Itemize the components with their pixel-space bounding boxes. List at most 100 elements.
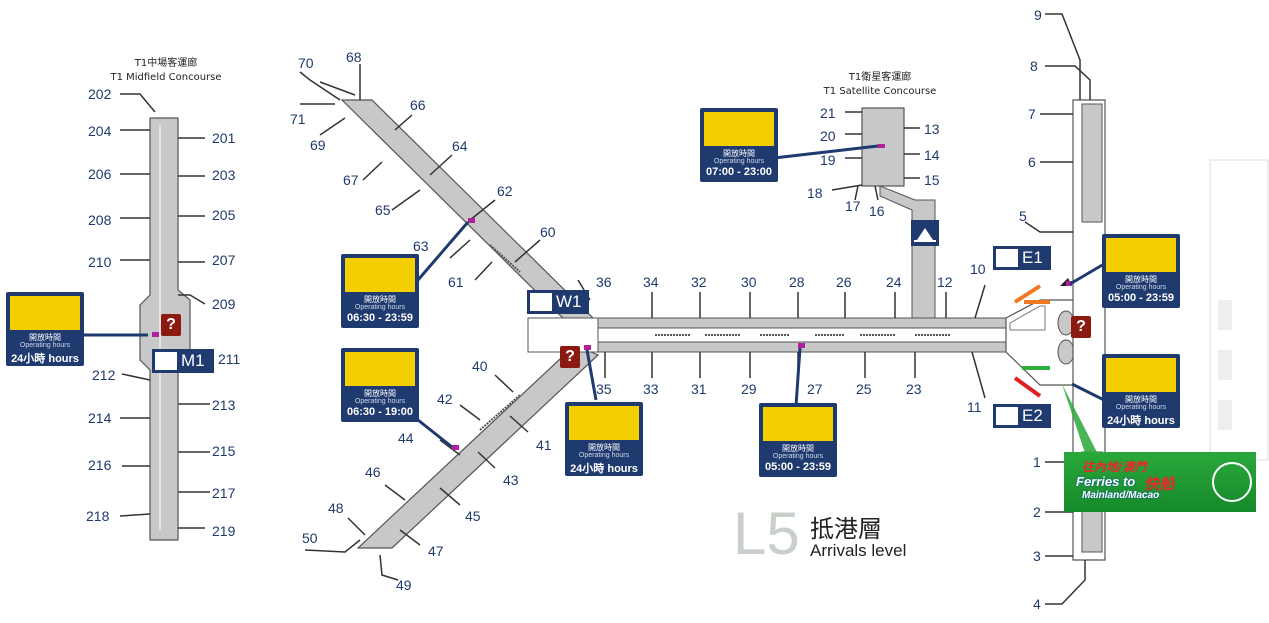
gate-label: 61 xyxy=(448,274,464,290)
midfield-caption: T1中場客運廊 T1 Midfield Concourse xyxy=(109,56,221,83)
midfield-label-en: T1 Midfield Concourse xyxy=(109,72,221,83)
gate-label: 30 xyxy=(741,274,757,290)
help-icon: ? xyxy=(1071,316,1091,338)
gate-label: 203 xyxy=(212,167,236,183)
ferry-pointer xyxy=(1062,384,1102,462)
hall-e1: E1 xyxy=(993,246,1051,270)
hours-label-zh: 開放時間 xyxy=(364,295,396,304)
gate-label: 34 xyxy=(643,274,659,290)
hours-value: 07:00 - 23:00 xyxy=(705,166,773,178)
hours-card-west-south: 開放時間 Operating hours 06:30 - 19:00 xyxy=(341,348,419,422)
gate-label: 8 xyxy=(1030,58,1038,74)
hours-value: 06:30 - 19:00 xyxy=(346,406,414,418)
hours-card-midfield: 開放時間 Operating hours 24小時 hours xyxy=(6,292,84,366)
gate-label: 5 xyxy=(1019,208,1027,224)
hours-value: 24小時 hours xyxy=(11,353,79,365)
gate-label: 12 xyxy=(937,274,953,290)
hours-card-satellite: 開放時間 Operating hours 07:00 - 23:00 xyxy=(700,108,778,182)
hours-label-zh: 開放時間 xyxy=(1125,275,1157,284)
hours-label-en: Operating hours xyxy=(19,342,71,349)
satellite-caption: T1衛星客運廊 T1 Satellite Concourse xyxy=(823,70,937,97)
east-gate-labels: 9 8 7 6 5 1 2 3 4 xyxy=(1019,7,1042,612)
gate-label: 63 xyxy=(413,238,429,254)
hours-label-en: Operating hours xyxy=(1115,284,1167,291)
gate-label: 211 xyxy=(218,351,241,367)
hours-label-en: Operating hours xyxy=(713,158,765,165)
gate-label: 24 xyxy=(886,274,902,290)
gate-label: 209 xyxy=(212,296,236,312)
gate-label: 69 xyxy=(310,137,326,153)
ferry-line3: Mainland/Macao xyxy=(1082,490,1160,501)
hours-value: 24小時 hours xyxy=(570,463,638,475)
gate-label: 10 xyxy=(970,261,986,277)
gate-label: 215 xyxy=(212,443,236,459)
arrivals-passenger-icon xyxy=(1106,358,1176,392)
gate-label: 41 xyxy=(536,437,552,453)
satellite-label-zh: T1衛星客運廊 xyxy=(848,70,911,83)
gate-label: 19 xyxy=(820,152,836,168)
gate-label: 210 xyxy=(88,254,112,270)
hall-label: M1 xyxy=(181,351,205,370)
satellite-gate-labels: 21 20 19 13 14 15 18 17 16 xyxy=(807,105,940,219)
hours-card-centre: 開放時間 Operating hours 05:00 - 23:59 xyxy=(759,403,837,477)
gate-label: 14 xyxy=(924,147,940,163)
gate-label: 204 xyxy=(88,123,112,139)
hours-label-en: Operating hours xyxy=(772,453,824,460)
arrivals-passenger-icon xyxy=(763,407,833,441)
midfield-label-zh: T1中場客運廊 xyxy=(134,56,197,69)
train-icon xyxy=(911,220,939,246)
arrivals-passenger-icon xyxy=(345,258,415,292)
level-name-zh: 抵港層 xyxy=(810,515,882,543)
gate-label: 60 xyxy=(540,224,556,240)
gate-label: 9 xyxy=(1034,7,1042,23)
gate-label: 1 xyxy=(1033,454,1041,470)
gate-label: 50 xyxy=(302,530,318,546)
gate-label: 45 xyxy=(465,508,481,524)
gate-label: 49 xyxy=(396,577,412,593)
hours-card-w1: 開放時間 Operating hours 24小時 hours xyxy=(565,402,643,476)
gate-label: 21 xyxy=(820,105,836,121)
hours-label-zh: 開放時間 xyxy=(723,149,755,158)
gate-label: 46 xyxy=(365,464,381,480)
hours-card-e2: 開放時間 Operating hours 24小時 hours xyxy=(1102,354,1180,428)
arrivals-passenger-icon xyxy=(345,352,415,386)
gate-label: 47 xyxy=(428,543,444,559)
hall-label: W1 xyxy=(556,292,582,311)
east-hall xyxy=(1005,13,1269,605)
hours-card-e1: 開放時間 Operating hours 05:00 - 23:59 xyxy=(1102,234,1180,308)
hours-label-zh: 開放時間 xyxy=(782,444,814,453)
hall-m1: M1 xyxy=(152,349,214,373)
gate-label: 26 xyxy=(836,274,852,290)
immigration-icon xyxy=(155,352,177,370)
gate-label: 71 xyxy=(290,111,306,127)
gate-label: 44 xyxy=(398,430,414,446)
immigration-icon xyxy=(996,407,1018,425)
ferry-line2-zh: 快船 xyxy=(1144,475,1175,493)
hours-value: 05:00 - 23:59 xyxy=(764,461,832,473)
gate-label: 17 xyxy=(845,198,861,214)
gate-label: 2 xyxy=(1033,504,1041,520)
arrivals-passenger-icon xyxy=(569,406,639,440)
ferry-banner: 往內地/澳門 Ferries to 快船 Mainland/Macao xyxy=(1064,452,1256,512)
gate-label: 66 xyxy=(410,97,426,113)
west-gate-labels: 70 68 71 69 66 67 64 65 62 63 60 61 36 3… xyxy=(290,49,986,593)
midfield-gate-labels: 202 201 204 203 206 205 208 207 210 209 … xyxy=(86,86,241,539)
gate-label: 218 xyxy=(86,508,110,524)
hours-label-en: Operating hours xyxy=(578,452,630,459)
gate-label: 68 xyxy=(346,49,362,65)
gate-label: 216 xyxy=(88,457,112,473)
gate-label: 7 xyxy=(1028,106,1036,122)
level-number: L5 xyxy=(733,500,800,567)
hall-w1: W1 xyxy=(527,290,589,314)
ferry-line1: 往內地/澳門 xyxy=(1082,460,1147,474)
hall-label: E2 xyxy=(1022,406,1043,425)
leader-lines xyxy=(82,144,1105,449)
gate-label: 36 xyxy=(596,274,612,290)
gate-label: 48 xyxy=(328,500,344,516)
gate-label: 219 xyxy=(212,523,236,539)
gate-label: 42 xyxy=(437,391,453,407)
gate-label: 214 xyxy=(88,410,112,426)
gate-label: 11 xyxy=(967,399,982,415)
gate-label: 15 xyxy=(924,172,940,188)
